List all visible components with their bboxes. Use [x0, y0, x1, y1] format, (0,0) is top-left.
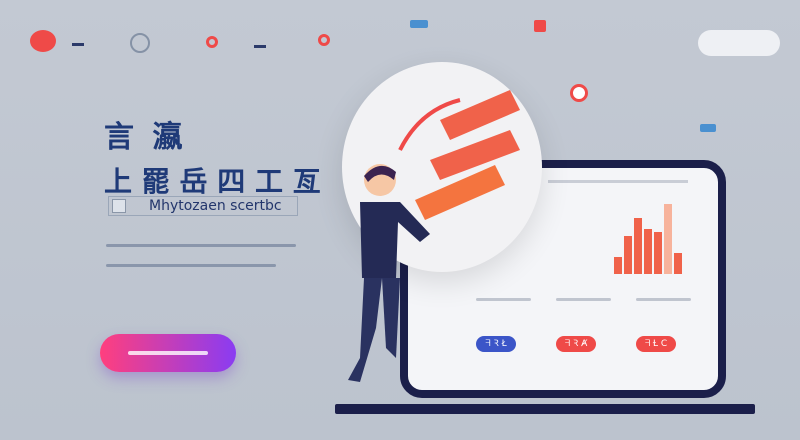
- description-line: [106, 244, 296, 247]
- tag-icon: [700, 124, 716, 132]
- target-icon: [570, 84, 588, 102]
- circle-icon: [130, 33, 150, 53]
- page-title: 言 瀛: [104, 120, 187, 155]
- page-headline: 上 罷 岳 四 工 亙: [104, 165, 321, 198]
- cta-label: ———————: [128, 351, 208, 355]
- bar-icon: [72, 38, 84, 46]
- chart-bar: [614, 256, 622, 274]
- card-button-3[interactable]: ᖷ Ɫ Ⅽ: [636, 336, 676, 352]
- pin-icon: [206, 36, 218, 48]
- bar-chart: [614, 204, 694, 274]
- card-button-1[interactable]: ᖷ Ꝛ Ł: [476, 336, 516, 352]
- description-line: [106, 264, 276, 267]
- arrow-graphic: [398, 90, 520, 220]
- laptop-base: [335, 404, 755, 414]
- tag-icon: [534, 20, 546, 32]
- card-text: [476, 298, 531, 301]
- chart-bar: [664, 204, 672, 274]
- card-text: [636, 298, 691, 301]
- tag-icon: [410, 20, 428, 28]
- subtitle-icon: [112, 199, 126, 213]
- card-button-2[interactable]: ᖷ Ꝛ Ⱥ: [556, 336, 596, 352]
- header-pill-button[interactable]: • •• ••: [698, 30, 780, 56]
- card-text: [556, 298, 611, 301]
- chart-bar: [644, 228, 652, 274]
- chart-bar: [654, 232, 662, 274]
- pin-icon: [318, 34, 330, 46]
- page-subtitle: Mhytozaen scertbc: [108, 196, 298, 216]
- chart-bar: [674, 253, 682, 274]
- chart-bar: [624, 235, 632, 274]
- record-icon: [30, 30, 56, 52]
- screen-nav: [548, 180, 688, 183]
- bar-icon: [254, 38, 266, 48]
- person-illustration: [348, 164, 430, 382]
- cta-button[interactable]: ———————: [100, 334, 236, 372]
- chart-bar: [634, 218, 642, 274]
